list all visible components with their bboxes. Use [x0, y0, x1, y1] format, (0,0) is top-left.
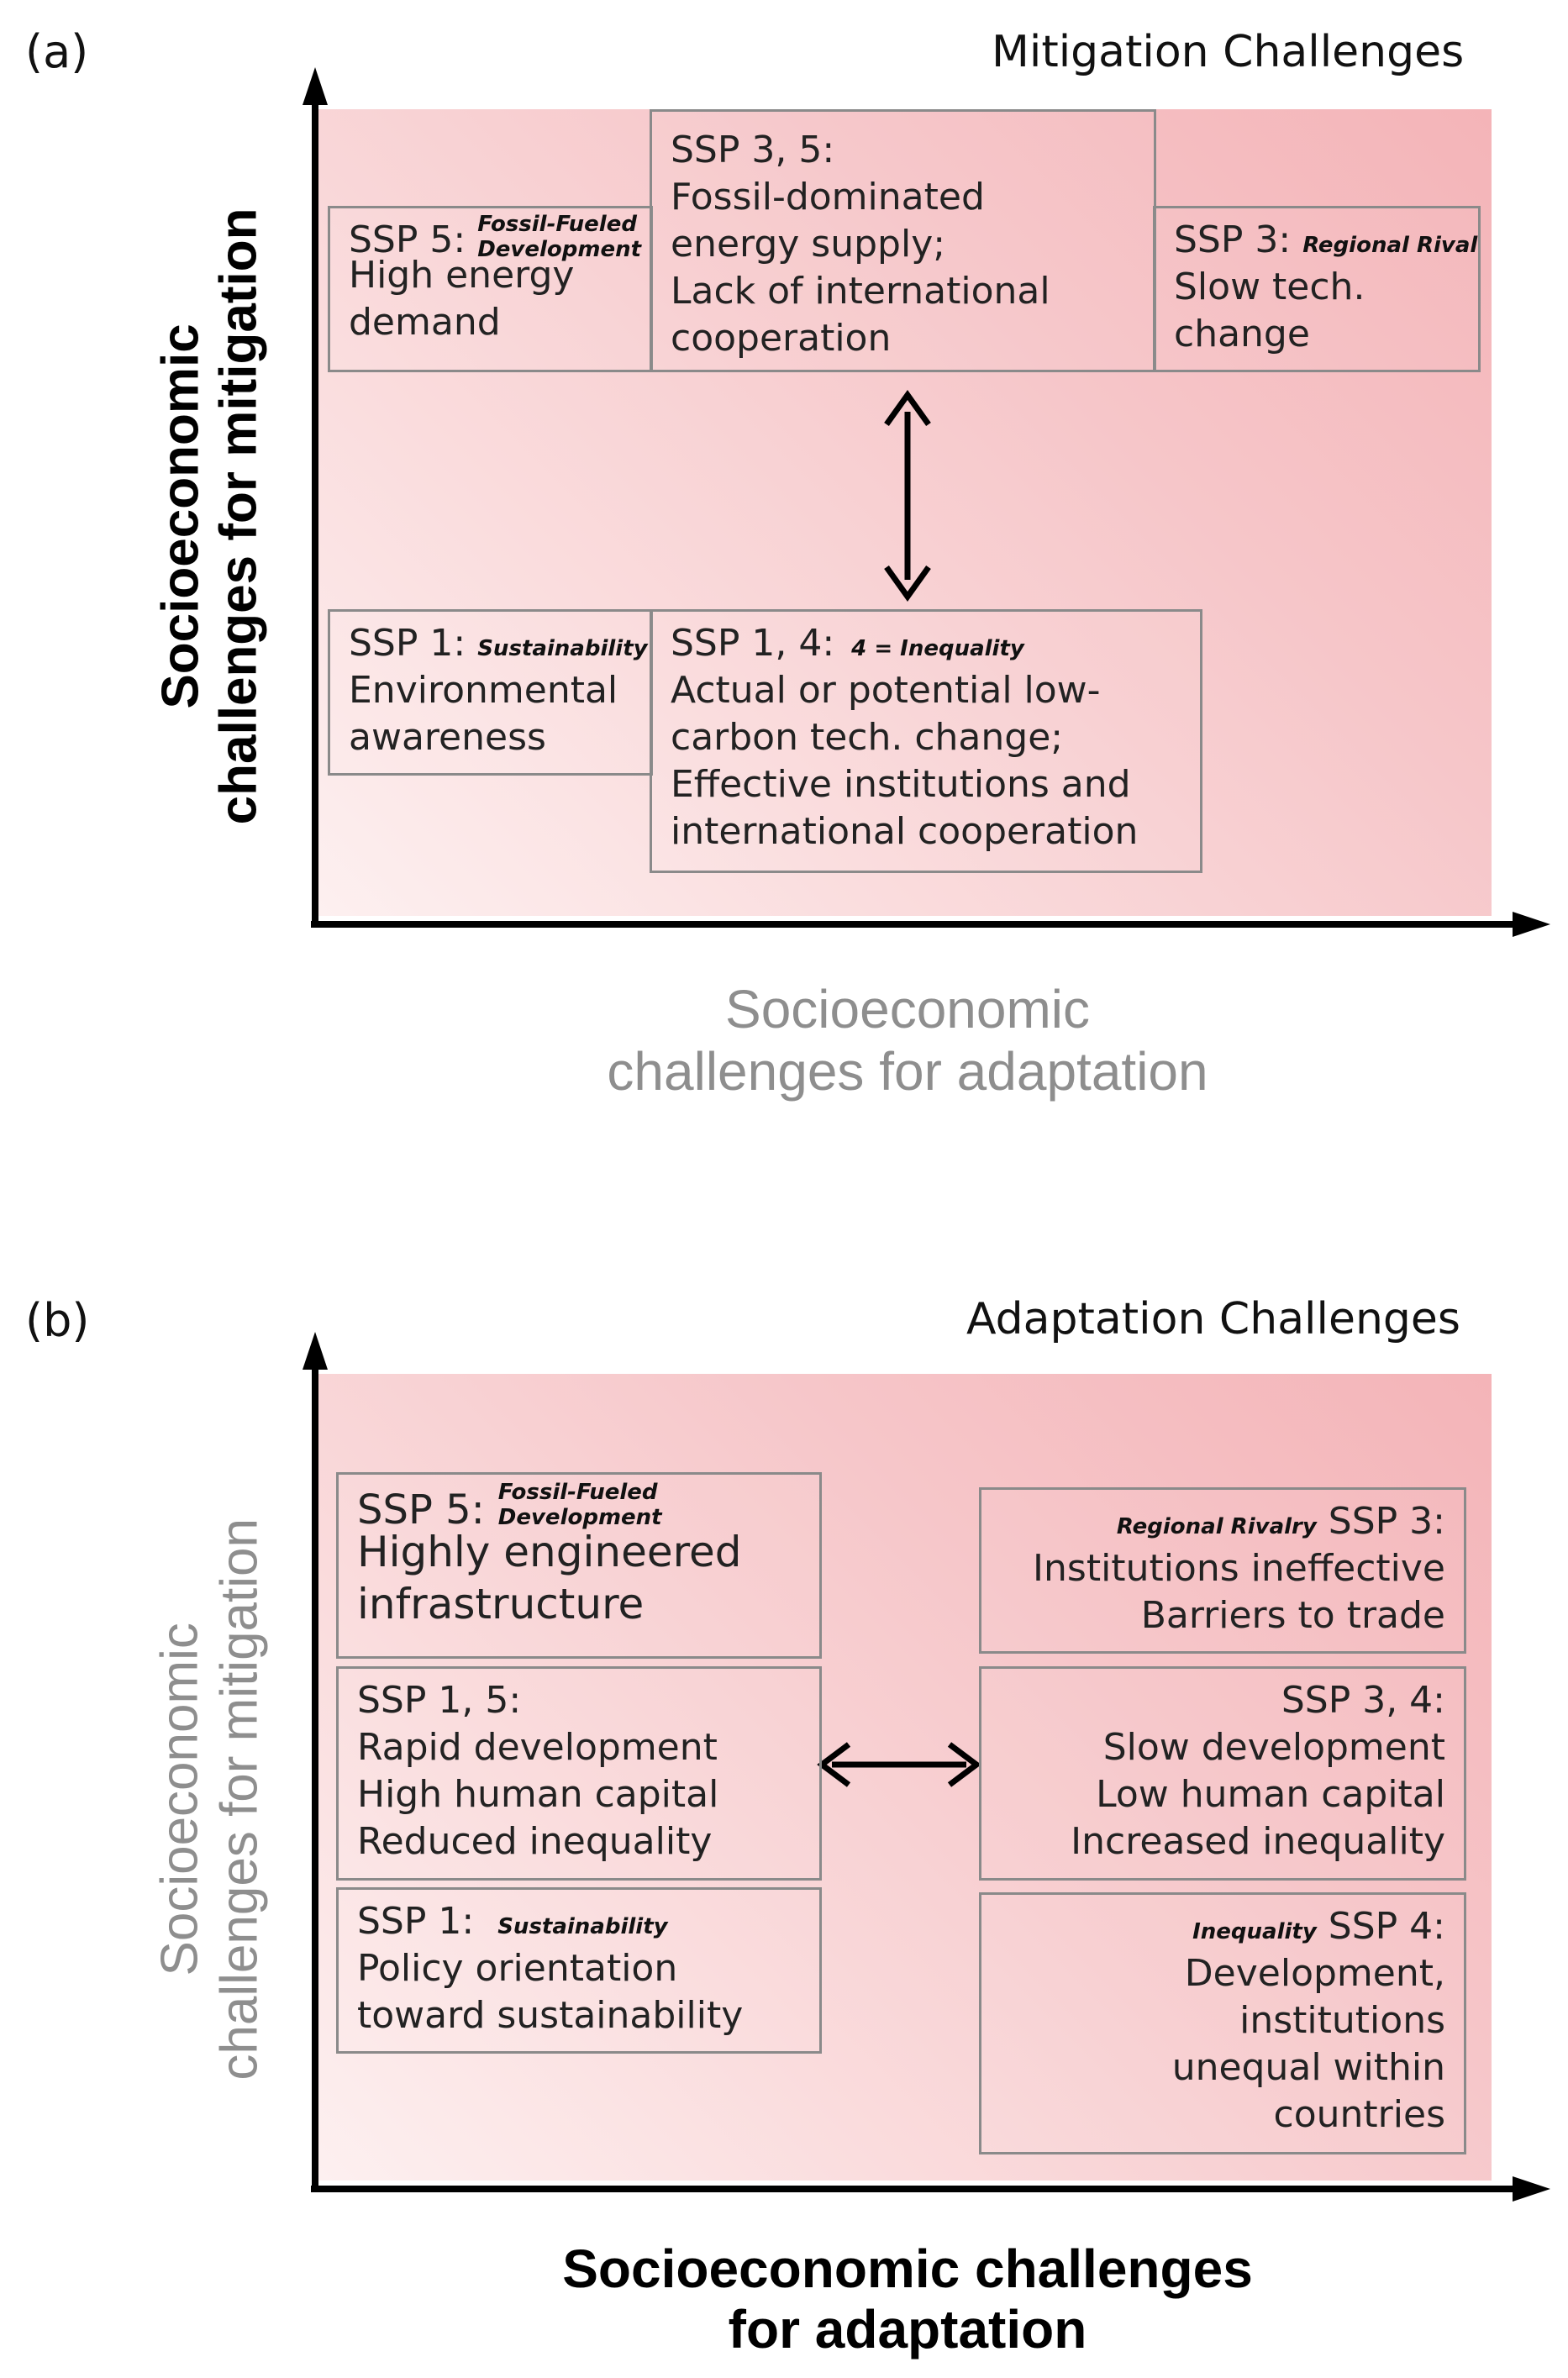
panel-a-y-axis-arrowhead [303, 67, 328, 105]
scenario-tag: Fossil-Fueled [497, 1480, 658, 1505]
panel-b-x-axis-label-line1: Socioeconomic challenges [562, 2239, 1253, 2299]
panel-a-double-arrow-bottom [884, 565, 931, 602]
scenario-tag: Inequality [1192, 1919, 1317, 1944]
panel-a-box-ssp1: SSP 1: Sustainability Environmental awar… [328, 609, 653, 776]
box-text: Institutions ineffective [1033, 1547, 1445, 1590]
panel-a-axes [303, 67, 1550, 937]
panel-b-x-axis-arrowhead [1513, 2176, 1550, 2202]
ssp-label: SSP 3, 5: [671, 129, 835, 171]
panel-b-double-arrow-right [947, 1742, 981, 1787]
panel-a-box-ssp5: SSP 5: Fossil-Fueled Development High en… [328, 206, 653, 372]
box-text: demand [349, 301, 501, 344]
box-text: Environmental [349, 669, 618, 712]
panel-a-x-axis-label: Socioeconomic challenges for adaptation [471, 979, 1344, 1102]
scenario-tag: Regional Rivalry [1302, 233, 1478, 258]
box-text: energy supply; [671, 223, 946, 266]
panel-a-box-ssp14: SSP 1, 4: 4 = Inequality Actual or poten… [650, 609, 1202, 873]
panel-b-box-ssp34: SSP 3, 4: Slow development Low human cap… [979, 1666, 1466, 1881]
box-text: Slow development [1102, 1726, 1445, 1769]
ssp-label: SSP 3: [1174, 218, 1292, 261]
ssp-label: SSP 1, 5: [357, 1679, 522, 1722]
panel-b-y-axis-label-line1: Socioeconomic [150, 1623, 209, 1976]
panel-a-plot-area [315, 109, 1492, 916]
panel-a-double-arrow-top [884, 389, 931, 427]
box-text: High human capital [357, 1773, 719, 1816]
box-text: cooperation [671, 317, 892, 360]
box-text: Slow tech. [1174, 266, 1365, 308]
panel-b-y-axis-label-line2: challenges for mitigation [211, 1518, 269, 2081]
panel-a-box-ssp35: SSP 3, 5: Fossil-dominated energy supply… [650, 109, 1156, 372]
ssp-label: SSP 5: [357, 1486, 485, 1534]
ssp-label: SSP 1: [349, 622, 466, 665]
scenario-tag: Sustainability [477, 636, 648, 661]
box-text: Actual or potential low- [671, 669, 1101, 712]
box-text: countries [1273, 2093, 1445, 2136]
panel-b-box-ssp15: SSP 1, 5: Rapid development High human c… [336, 1666, 822, 1881]
ssp-label: SSP 5: [349, 218, 466, 261]
panel-b-plot-area [315, 1374, 1492, 2181]
panel-b-y-axis-arrowhead [303, 1332, 328, 1370]
box-text: Lack of international [671, 270, 1050, 313]
panel-a-y-axis-label: Socioeconomic challenges for mitigation [0, 208, 613, 825]
box-text: Fossil-dominated [671, 176, 985, 218]
panel-b-x-axis-label: Socioeconomic challenges for adaptation [403, 2239, 1412, 2360]
panel-a-x-axis-arrowhead [1513, 912, 1550, 937]
box-text: Low human capital [1096, 1773, 1445, 1816]
box-text: Effective institutions and [671, 763, 1131, 806]
panel-a-x-axis-label-line2: challenges for adaptation [607, 1040, 1208, 1102]
scenario-tag: Fossil-Fueled [477, 212, 637, 237]
ssp-label: SSP 3: [1328, 1500, 1445, 1543]
box-text: international cooperation [671, 810, 1139, 853]
box-text: awareness [349, 716, 546, 759]
panel-b-axes [303, 1332, 1550, 2202]
panel-a-box-ssp3: SSP 3: Regional Rivalry Slow tech. chang… [1153, 206, 1481, 372]
panel-b-box-ssp3: Regional Rivalry SSP 3: Institutions ine… [979, 1487, 1466, 1654]
panel-a-title: Mitigation Challenges [992, 27, 1465, 77]
box-text: Reduced inequality [357, 1820, 713, 1863]
panel-b-title: Adaptation Challenges [966, 1294, 1460, 1344]
scenario-tag: 4 = Inequality [851, 636, 1024, 661]
panel-a-y-axis-label-line2: challenges for mitigation [210, 208, 268, 825]
ssp-label: SSP 3, 4: [1281, 1679, 1445, 1722]
box-text: unequal within [1171, 2046, 1445, 2089]
scenario-tag: Development [497, 1505, 662, 1530]
panel-a-label: (a) [25, 25, 89, 78]
panel-b-double-arrow-left [817, 1742, 851, 1787]
ssp-label: SSP 1, 4: [671, 622, 835, 665]
panel-b-box-ssp4: Inequality SSP 4: Development, instituti… [979, 1892, 1466, 2154]
ssp-label: SSP 1: [357, 1900, 475, 1943]
panel-a-x-axis-label-line1: Socioeconomic [725, 979, 1090, 1039]
scenario-tag: Sustainability [497, 1914, 668, 1939]
box-text: Rapid development [357, 1726, 718, 1769]
panel-b-box-ssp5: SSP 5: Fossil-Fueled Development Highly … [336, 1472, 822, 1659]
panel-b-label: (b) [25, 1294, 90, 1347]
scenario-tag: Development [477, 237, 642, 262]
box-text: Barriers to trade [1140, 1594, 1445, 1637]
box-text: Highly engineered [357, 1528, 742, 1576]
box-text: infrastructure [357, 1580, 645, 1628]
box-text: change [1174, 313, 1310, 355]
box-text: toward sustainability [357, 1994, 744, 2037]
box-text: High energy [349, 254, 575, 297]
box-text: Policy orientation [357, 1947, 678, 1990]
ssp-label: SSP 4: [1328, 1905, 1445, 1948]
box-text: Increased inequality [1071, 1820, 1445, 1863]
box-text: institutions [1239, 1999, 1445, 2042]
box-text: Development, [1184, 1952, 1445, 1995]
panel-b-x-axis-label-line2: for adaptation [728, 2298, 1087, 2360]
box-text: carbon tech. change; [671, 716, 1064, 759]
panel-b-box-ssp1: SSP 1: Sustainability Policy orientation… [336, 1887, 822, 2054]
scenario-tag: Regional Rivalry [1116, 1514, 1317, 1539]
panel-a-y-axis-label-line1: Socioeconomic [151, 324, 210, 709]
